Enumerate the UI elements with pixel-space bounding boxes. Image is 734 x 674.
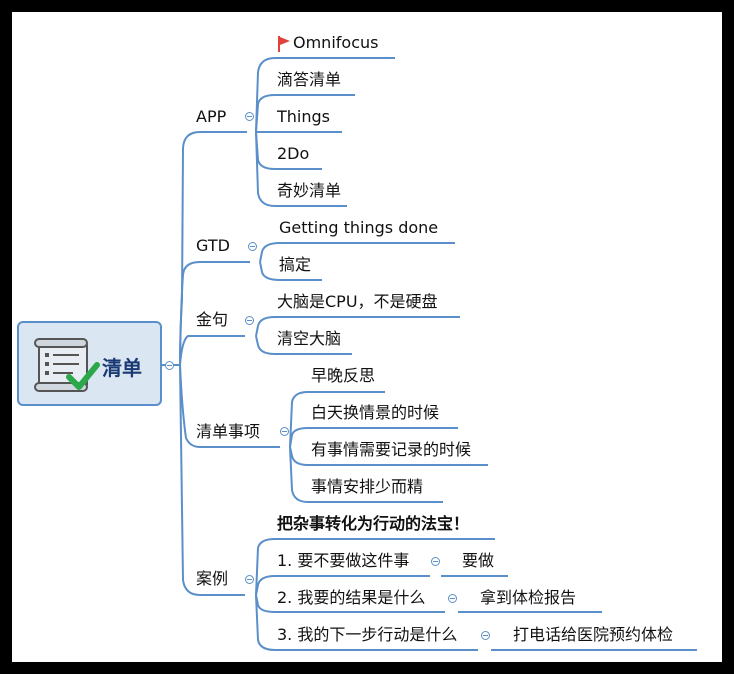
branch-checklist-items[interactable]: 清单事项 <box>196 422 261 441</box>
collapse-toggle-root[interactable] <box>165 361 174 370</box>
red-flag-icon <box>278 36 290 52</box>
topic-2do[interactable]: 2Do <box>277 144 310 163</box>
topic-next-action[interactable]: 3. 我的下一步行动是什么 <box>277 625 458 644</box>
collapse-toggle-quotes[interactable] <box>245 316 254 325</box>
topic-clear-brain[interactable]: 清空大脑 <box>277 329 342 348</box>
collapse-toggle-desired-result[interactable] <box>448 594 457 603</box>
collapse-toggle-cases[interactable] <box>245 575 254 584</box>
branch-cases[interactable]: 案例 <box>196 569 229 588</box>
topic-fewer-better[interactable]: 事情安排少而精 <box>311 477 424 496</box>
topic-dida[interactable]: 滴答清单 <box>277 70 342 89</box>
topic-need-record[interactable]: 有事情需要记录的时候 <box>311 440 472 459</box>
branch-gtd[interactable]: GTD <box>196 236 230 255</box>
collapse-toggle-next-action[interactable] <box>481 631 490 640</box>
collapse-toggle-should-do[interactable] <box>431 557 440 566</box>
collapse-toggle-gtd[interactable] <box>248 242 257 251</box>
branch-app[interactable]: APP <box>196 107 227 126</box>
root-topic-label: 清单 <box>102 356 142 380</box>
topic-turn-tasks-into-actions[interactable]: 把杂事转化为行动的法宝！ <box>277 514 470 533</box>
topic-desired-result-answer[interactable]: 拿到体检报告 <box>480 588 577 607</box>
topic-gaoding[interactable]: 搞定 <box>279 255 312 274</box>
topic-getting-things-done[interactable]: Getting things done <box>279 218 439 237</box>
checklist-scroll-icon <box>34 338 100 392</box>
topic-next-action-answer[interactable]: 打电话给医院预约体检 <box>513 625 674 644</box>
topic-things[interactable]: Things <box>277 107 330 126</box>
topic-context-switch[interactable]: 白天换情景的时候 <box>311 403 440 422</box>
topic-morning-evening-reflection[interactable]: 早晚反思 <box>311 366 376 385</box>
topic-desired-result[interactable]: 2. 我要的结果是什么 <box>277 588 426 607</box>
collapse-toggle-checklist-items[interactable] <box>280 427 289 436</box>
topic-omnifocus[interactable]: Omnifocus <box>293 33 379 52</box>
topic-wunderlist[interactable]: 奇妙清单 <box>277 181 342 200</box>
branch-quotes[interactable]: 金句 <box>196 310 229 329</box>
topic-brain-cpu[interactable]: 大脑是CPU，不是硬盘 <box>277 292 438 311</box>
topic-should-do-answer[interactable]: 要做 <box>462 551 495 570</box>
topic-should-do[interactable]: 1. 要不要做这件事 <box>277 551 410 570</box>
collapse-toggle-app[interactable] <box>245 112 254 121</box>
root-topic[interactable] <box>17 321 162 406</box>
